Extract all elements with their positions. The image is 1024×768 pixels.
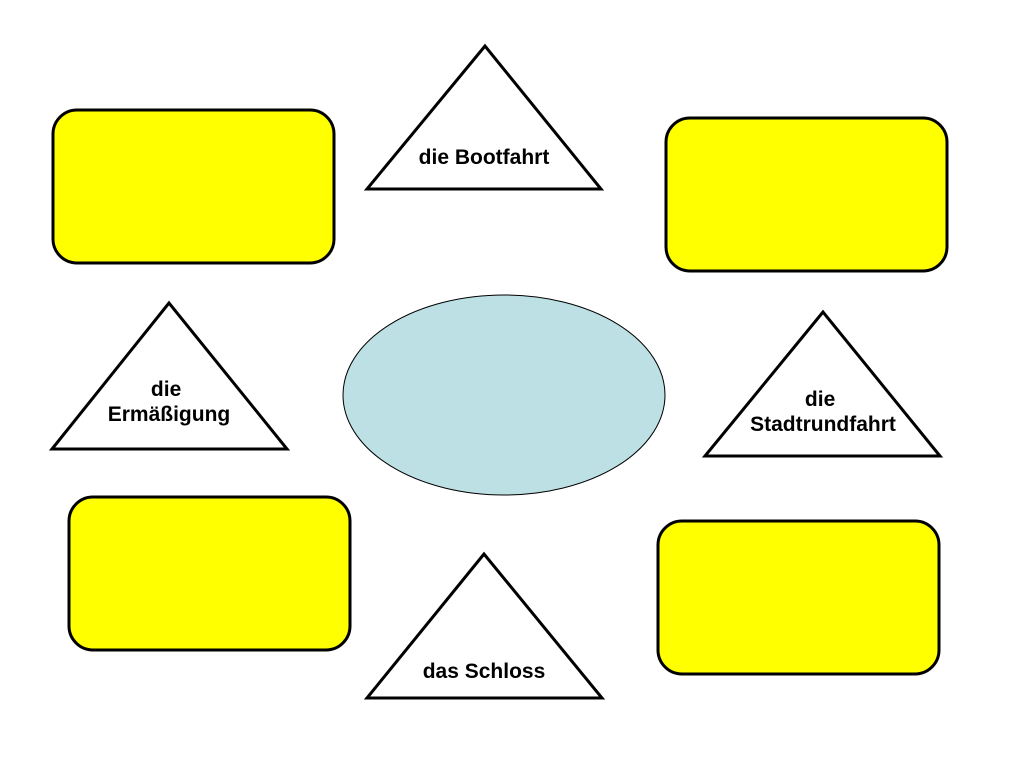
triangle-bottom-label-line1: das Schloss bbox=[423, 660, 546, 683]
triangle-top-label-line1: die Bootfahrt bbox=[419, 146, 550, 169]
box-top-left bbox=[51, 108, 336, 265]
triangle-left bbox=[48, 300, 291, 451]
triangle-bottom-label: das Schloss bbox=[423, 660, 546, 683]
triangle-right bbox=[701, 309, 944, 458]
box-bottom-left bbox=[67, 495, 352, 652]
triangle-right-label: die Stadtrundfahrt bbox=[750, 388, 896, 436]
triangle-bottom bbox=[363, 551, 606, 700]
triangle-left-label-line2: Ermäßigung bbox=[108, 403, 231, 426]
triangle-right-label-line1: die bbox=[805, 388, 835, 411]
box-bottom-right bbox=[656, 519, 941, 676]
triangle-right-label-line2: Stadtrundfahrt bbox=[750, 413, 896, 436]
triangle-left-label: die Ermäßigung bbox=[108, 378, 231, 426]
box-top-right bbox=[664, 116, 949, 273]
triangle-top bbox=[363, 43, 605, 191]
triangle-top-label: die Bootfahrt bbox=[419, 146, 550, 169]
triangle-left-label-line1: die bbox=[151, 378, 181, 401]
center-ellipse bbox=[342, 294, 666, 496]
